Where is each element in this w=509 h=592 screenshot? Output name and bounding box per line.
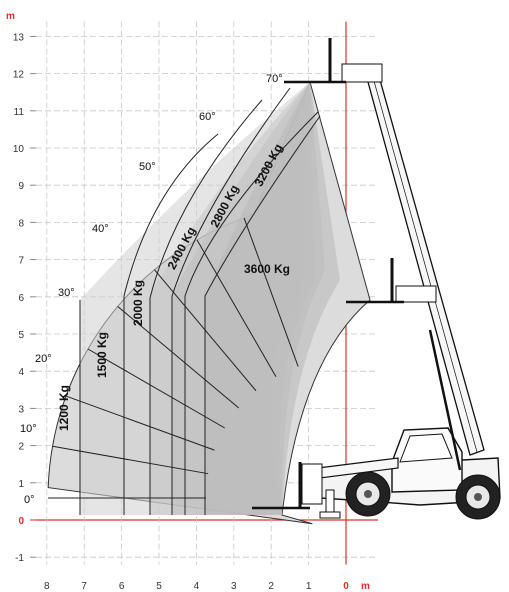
boom-angle-label: 20° <box>35 353 52 365</box>
wheel-center <box>474 493 482 501</box>
x-unit-label: m <box>361 581 370 592</box>
y-tick-label: -1 <box>15 553 24 564</box>
y-tick-label: 5 <box>18 330 24 341</box>
x-tick-label: 2 <box>268 581 274 592</box>
y-tick-label: 10 <box>13 144 25 155</box>
zone-boundary <box>123 133 219 515</box>
y-tick-label: 13 <box>13 32 25 43</box>
upper-carriage <box>341 63 383 83</box>
y-tick-label: 4 <box>18 367 24 378</box>
zone-boundary <box>184 111 319 515</box>
load-zones <box>47 80 371 525</box>
cab-window <box>399 433 453 463</box>
zone-boundary <box>149 99 263 515</box>
boom-angle-line <box>65 395 215 451</box>
boom-centerline <box>373 80 478 453</box>
load-zone-label: 2000 Kg <box>131 280 145 326</box>
y-tick-label: 0 <box>18 516 24 527</box>
x-tick-label: 3 <box>231 581 237 592</box>
boom-angle-line <box>117 306 240 409</box>
boom-angle-label: 50° <box>139 161 156 173</box>
x-tick-label: 8 <box>44 581 50 592</box>
y-tick-label: 2 <box>18 442 24 453</box>
load-zone-label: 1200 Kg <box>57 385 71 431</box>
boom-angle-label: 0° <box>24 494 35 506</box>
boom-angle-line <box>154 269 257 392</box>
x-tick-label: 7 <box>81 581 87 592</box>
boom-angle-label: 40° <box>92 223 109 235</box>
boom-angle-label: 10° <box>20 423 37 435</box>
x-tick-label: 5 <box>156 581 162 592</box>
boom-ram <box>428 329 462 471</box>
x-tick-label: 4 <box>194 581 200 592</box>
wheel-center <box>364 490 372 498</box>
zone-boundary <box>204 115 321 515</box>
telehandler-illustration <box>252 38 501 520</box>
ground-carriage <box>301 463 323 505</box>
y-tick-label: 11 <box>14 107 25 118</box>
y-tick-label: 9 <box>18 181 24 192</box>
x-tick-label: 1 <box>306 581 312 592</box>
mid-carriage <box>395 285 437 303</box>
boom-angle-label: 30° <box>58 287 75 299</box>
x-tick-label: 6 <box>119 581 125 592</box>
boom-angle-label: 70° <box>266 73 283 85</box>
load-zone-label: 1500 Kg <box>95 332 109 378</box>
boom-angle-label: 60° <box>199 111 216 123</box>
y-tick-label: 6 <box>18 293 24 304</box>
y-tick-label: 7 <box>18 256 24 267</box>
boom-angle-line <box>52 445 209 475</box>
zone-band-3600 <box>205 82 340 515</box>
load-zone-label: 3600 Kg <box>244 262 290 276</box>
stabiliser-leg <box>325 489 335 513</box>
boom-angle-lines <box>48 217 299 499</box>
stabiliser-foot <box>319 511 341 519</box>
zone-boundary <box>171 87 291 515</box>
y-tick-label: 12 <box>13 70 25 81</box>
y-unit-label: m <box>6 11 15 22</box>
x-tick-label: 0 <box>343 581 349 592</box>
boom-angle-line <box>87 348 226 429</box>
y-tick-label: 3 <box>18 404 24 415</box>
boom-angle-line <box>243 217 299 367</box>
y-tick-label: 1 <box>18 479 24 490</box>
boom-angle-line <box>196 239 277 378</box>
y-tick-label: 8 <box>18 218 24 229</box>
